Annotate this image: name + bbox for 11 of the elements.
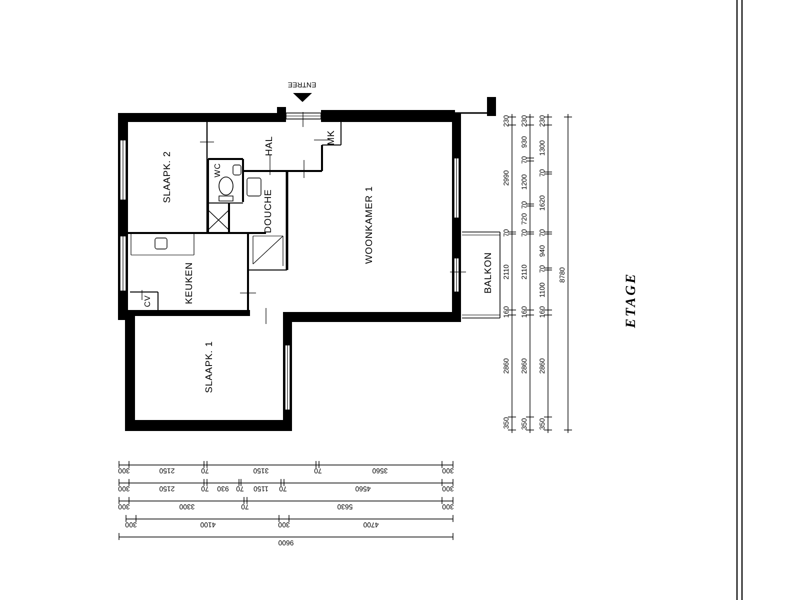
room-label: MK bbox=[327, 130, 337, 146]
room-label: KEUKEN bbox=[185, 262, 195, 304]
room-label: HAL bbox=[265, 136, 275, 156]
room-label: BALKON bbox=[484, 252, 494, 294]
room-label: CV bbox=[144, 294, 152, 308]
floor-label: ETAGE bbox=[625, 272, 639, 328]
room-label: SLAAPK. 2 bbox=[163, 150, 173, 204]
room-label: DOUCHE bbox=[264, 188, 274, 234]
room-label: SLAAPK. 1 bbox=[205, 341, 215, 394]
room-label: WOONKAMER 1 bbox=[365, 186, 375, 264]
room-label: WC bbox=[214, 162, 222, 178]
